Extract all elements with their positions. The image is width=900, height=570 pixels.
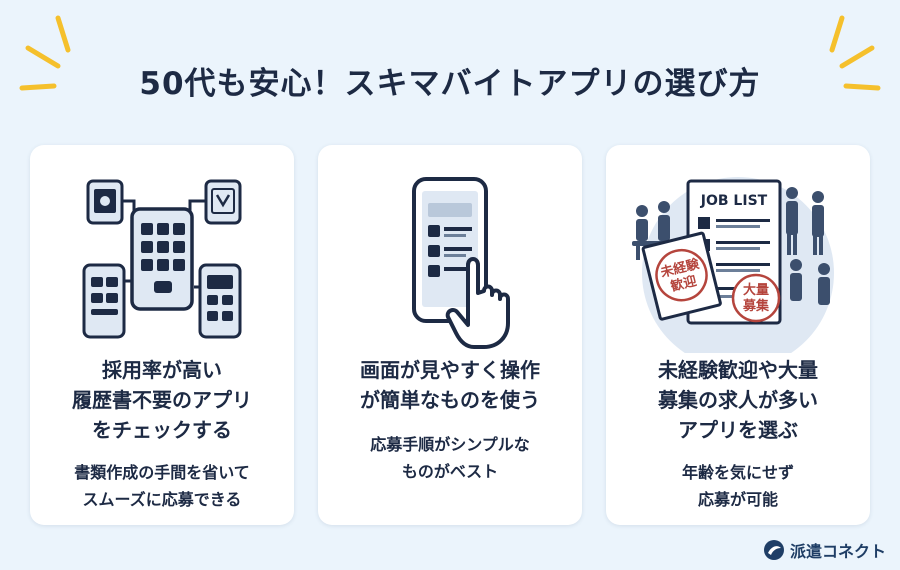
- card-heading-line: 募集の求人が多い: [658, 388, 818, 412]
- card-no-resume-apps: 採用率が高い 履歴書不要のアプリ をチェックする 書類作成の手間を省いて スムー…: [30, 145, 294, 525]
- stamp-text-line: 歓迎: [669, 273, 698, 295]
- card-heading-line: が簡単なものを使う: [360, 388, 540, 412]
- stamp-text-line: 大量: [743, 282, 769, 298]
- card-heading-line: をチェックする: [92, 418, 232, 442]
- phone-tap-icon: [412, 177, 510, 349]
- brand-mark-icon: [763, 540, 784, 560]
- card-description-line: 書類作成の手間を省いて: [74, 463, 250, 482]
- card-heading-line: 採用率が高い: [102, 358, 222, 382]
- card-description-line: 年齢を気にせず: [681, 463, 794, 482]
- stamp-mass-hiring: 大量 募集: [731, 273, 781, 323]
- card-description: 書類作成の手間を省いて スムーズに応募できる: [38, 459, 286, 513]
- card-heading-line: アプリを選ぶ: [678, 418, 798, 442]
- stamp-beginner-welcome: 未経験 歓迎: [641, 231, 722, 321]
- decorative-rays-left: [19, 15, 71, 91]
- card-heading: 未経験歓迎や大量 募集の求人が多い アプリを選ぶ: [614, 355, 862, 445]
- decorative-rays-right: [829, 15, 881, 91]
- card-heading-line: 未経験歓迎や大量: [658, 358, 818, 382]
- card-heading: 画面が見やすく操作 が簡単なものを使う: [326, 355, 574, 415]
- card-description-line: 応募が可能: [697, 490, 778, 509]
- page-title: 50代も安心！スキマバイトアプリの選び方: [139, 66, 761, 102]
- card-easy-operation: 画面が見やすく操作 が簡単なものを使う 応募手順がシンプルな ものがベスト: [318, 145, 582, 525]
- connected-phones-icon: [82, 179, 242, 339]
- card-beginner-friendly-jobs: JOB LIST 未経験 歓迎 大量 募集 未経験歓迎や大量 募集の求人が多い …: [606, 145, 870, 525]
- brand-logo-text: 派遣コネクト: [789, 542, 886, 561]
- card-description-line: 応募手順がシンプルな: [370, 435, 530, 454]
- card-description: 年齢を気にせず 応募が可能: [614, 459, 862, 513]
- card-description-line: スムーズに応募できる: [82, 490, 242, 509]
- job-list-icon: JOB LIST 未経験 歓迎 大量 募集: [632, 177, 834, 353]
- card-description: 応募手順がシンプルな ものがベスト: [326, 431, 574, 485]
- card-heading-line: 履歴書不要のアプリ: [72, 388, 252, 412]
- card-heading-line: 画面が見やすく操作: [360, 358, 540, 382]
- brand-logo: 派遣コネクト: [763, 536, 886, 564]
- card-heading: 採用率が高い 履歴書不要のアプリ をチェックする: [38, 355, 286, 445]
- card-description-line: ものがベスト: [401, 462, 499, 481]
- job-list-title: JOB LIST: [700, 193, 768, 209]
- stamp-text-line: 募集: [742, 298, 770, 314]
